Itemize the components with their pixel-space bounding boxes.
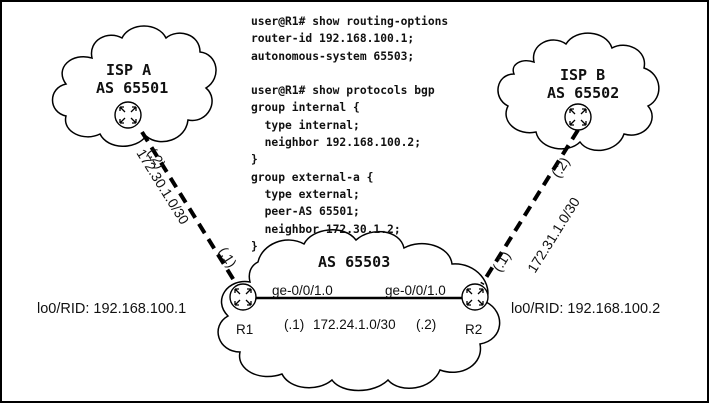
config-line [251,65,448,82]
config-line: neighbor 192.168.100.2; [251,136,422,150]
r2-host-label: (.2) [416,317,437,332]
config-line: type internal; [251,118,360,132]
r1-rid-label: lo0/RID: 192.168.100.1 [37,301,187,317]
r1-r2-subnet-label: 172.24.1.0/30 [313,317,396,332]
as-local-cloud [217,229,501,392]
as-local-label: AS 65503 [318,253,391,271]
isp-b-router-icon [564,103,592,131]
isp-a-title: ISP A [106,61,152,79]
config-line: autonomous-system 65503; [251,49,415,63]
config-line: router-id 192.168.100.1; [251,32,415,46]
r2-router-icon [461,283,489,311]
config-line: type external; [251,187,360,201]
config-line: } [251,239,258,253]
isp-b-cloud [497,32,660,152]
r2-rid-label: lo0/RID: 192.168.100.2 [511,301,661,317]
isp-a-as: AS 65501 [96,79,169,97]
config-line: peer-AS 65501; [251,205,360,219]
config-line: user@R1# show protocols bgp [251,84,435,98]
link-ispa-r1 [140,130,237,284]
isp-b-as: AS 65502 [547,84,620,102]
config-line: group internal { [251,101,360,115]
config-line: user@R1# show routing-options [251,15,449,28]
r2-interface-label: ge-0/0/1.0 [385,283,446,298]
config-line: neighbor 172.30.1.2; [251,222,401,236]
config-line: group external-a { [251,170,374,184]
r1-name: R1 [236,322,254,337]
isp-a-cloud [51,25,217,147]
cli-config-block: user@R1# show routing-options router-id … [251,13,448,255]
r1-interface-label: ge-0/0/1.0 [272,283,333,298]
r1-router-icon [229,283,257,311]
r2-name: R2 [465,322,483,337]
link-ispb-r2 [480,128,580,286]
isp-a-router-icon [114,101,142,129]
isp-b-title: ISP B [560,66,606,84]
config-line: } [251,153,258,167]
r1-host-label: (.1) [284,317,305,332]
